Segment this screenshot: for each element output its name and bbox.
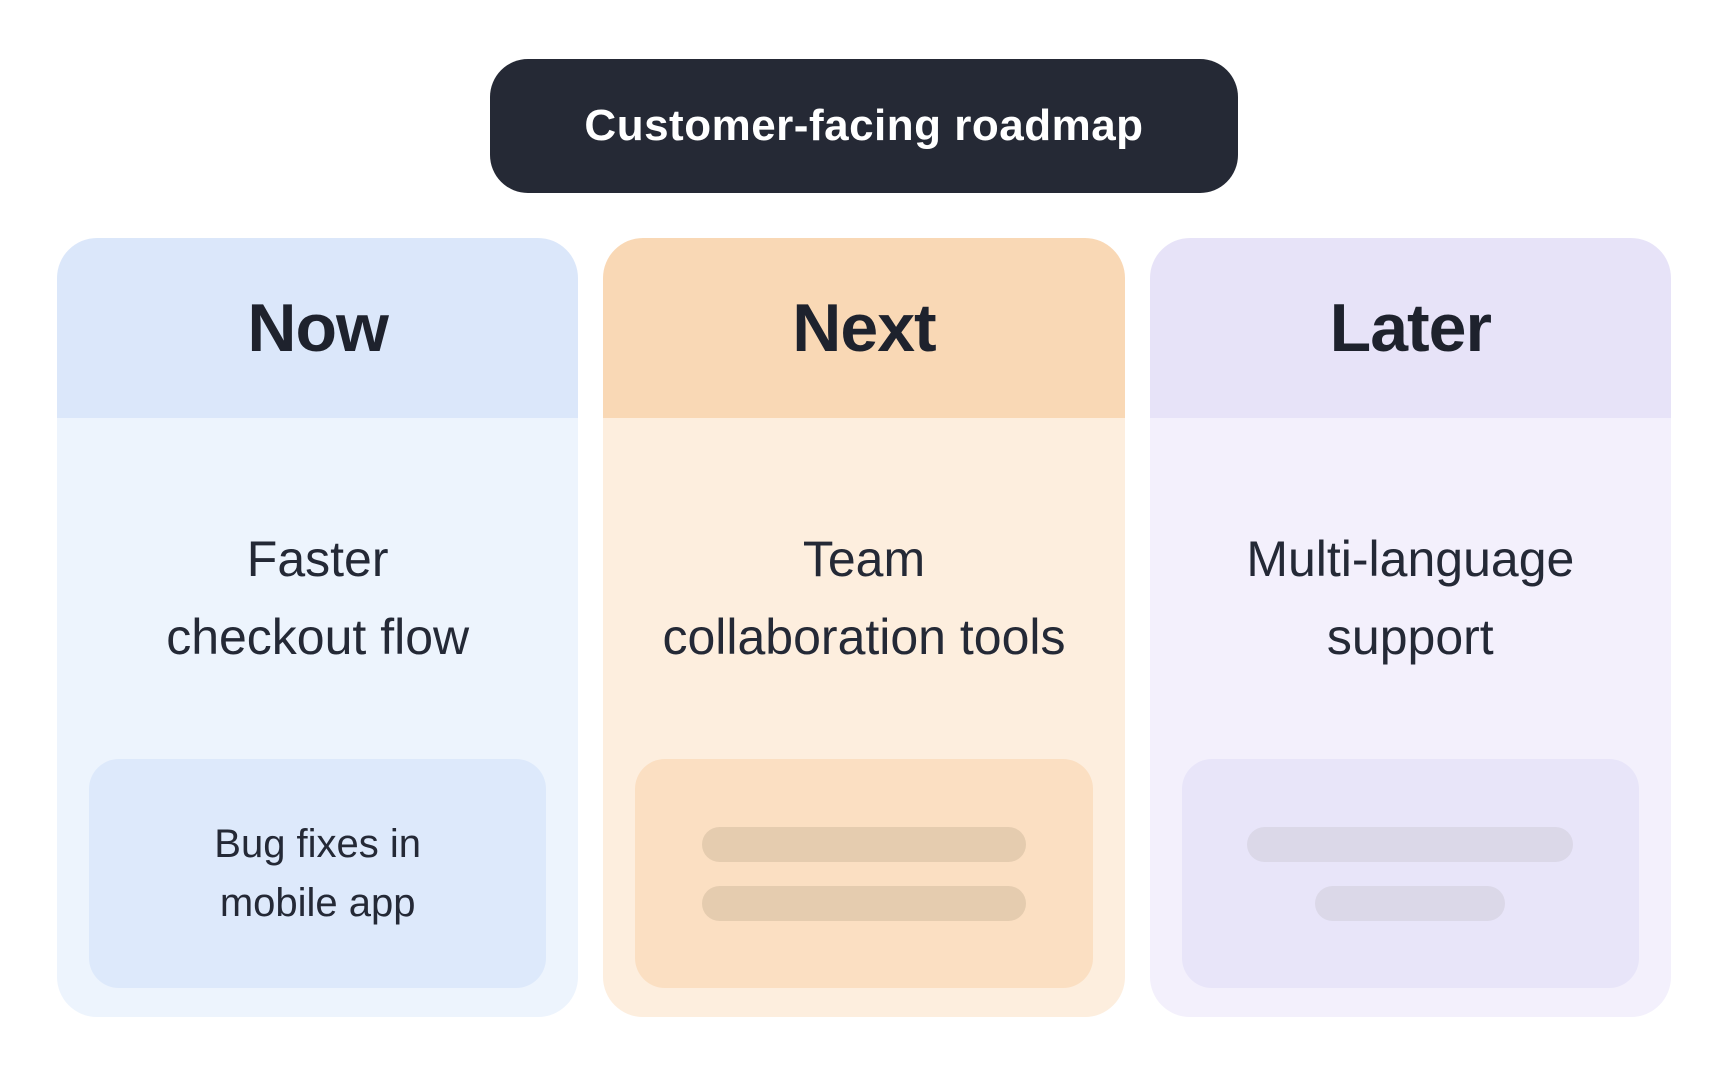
- column-later-body: Multi-language support: [1149, 418, 1671, 1017]
- placeholder-bar: [1315, 885, 1506, 921]
- roadmap-item-now: Faster checkout flow: [57, 418, 578, 759]
- column-later-title: Later: [1329, 290, 1492, 366]
- item-text-line: Multi-language: [1246, 530, 1575, 587]
- item-text-line: Faster: [246, 530, 389, 587]
- item-text-line: Team: [802, 530, 926, 587]
- item-text-line: support: [1326, 608, 1494, 665]
- roadmap-columns: Now Faster checkout flow Bug fixes in mo…: [0, 238, 1728, 1017]
- roadmap-card-later: [1181, 759, 1639, 988]
- roadmap-title-badge: Customer-facing roadmap: [490, 59, 1238, 193]
- item-text-line: checkout flow: [166, 608, 470, 665]
- card-text-line: Bug fixes in: [214, 821, 422, 866]
- roadmap-item-later: Multi-language support: [1150, 418, 1671, 759]
- item-text-line: collaboration tools: [662, 608, 1066, 665]
- roadmap-card-now: Bug fixes in mobile app: [89, 759, 547, 988]
- column-now: Now Faster checkout flow Bug fixes in mo…: [57, 238, 579, 1017]
- card-text-line: mobile app: [219, 880, 416, 925]
- column-now-body: Faster checkout flow Bug fixes in mobile…: [57, 418, 579, 1017]
- column-next-body: Team collaboration tools: [603, 418, 1125, 1017]
- column-next-title: Next: [792, 290, 936, 366]
- roadmap-card-now-text: Bug fixes in mobile app: [214, 815, 421, 933]
- placeholder-bar: [701, 885, 1026, 921]
- column-next-header: Next: [603, 238, 1125, 418]
- roadmap-item-next: Team collaboration tools: [603, 418, 1124, 759]
- placeholder-bars: [1182, 826, 1639, 921]
- roadmap-title: Customer-facing roadmap: [584, 101, 1144, 150]
- placeholder-bars: [635, 826, 1092, 921]
- column-now-title: Now: [247, 290, 389, 366]
- placeholder-bar: [701, 826, 1026, 862]
- column-later-header: Later: [1149, 238, 1671, 418]
- column-later: Later Multi-language support: [1149, 238, 1671, 1017]
- roadmap-card-next: [635, 759, 1093, 988]
- column-next: Next Team collaboration tools: [603, 238, 1125, 1017]
- column-now-header: Now: [57, 238, 579, 418]
- placeholder-bar: [1247, 826, 1574, 862]
